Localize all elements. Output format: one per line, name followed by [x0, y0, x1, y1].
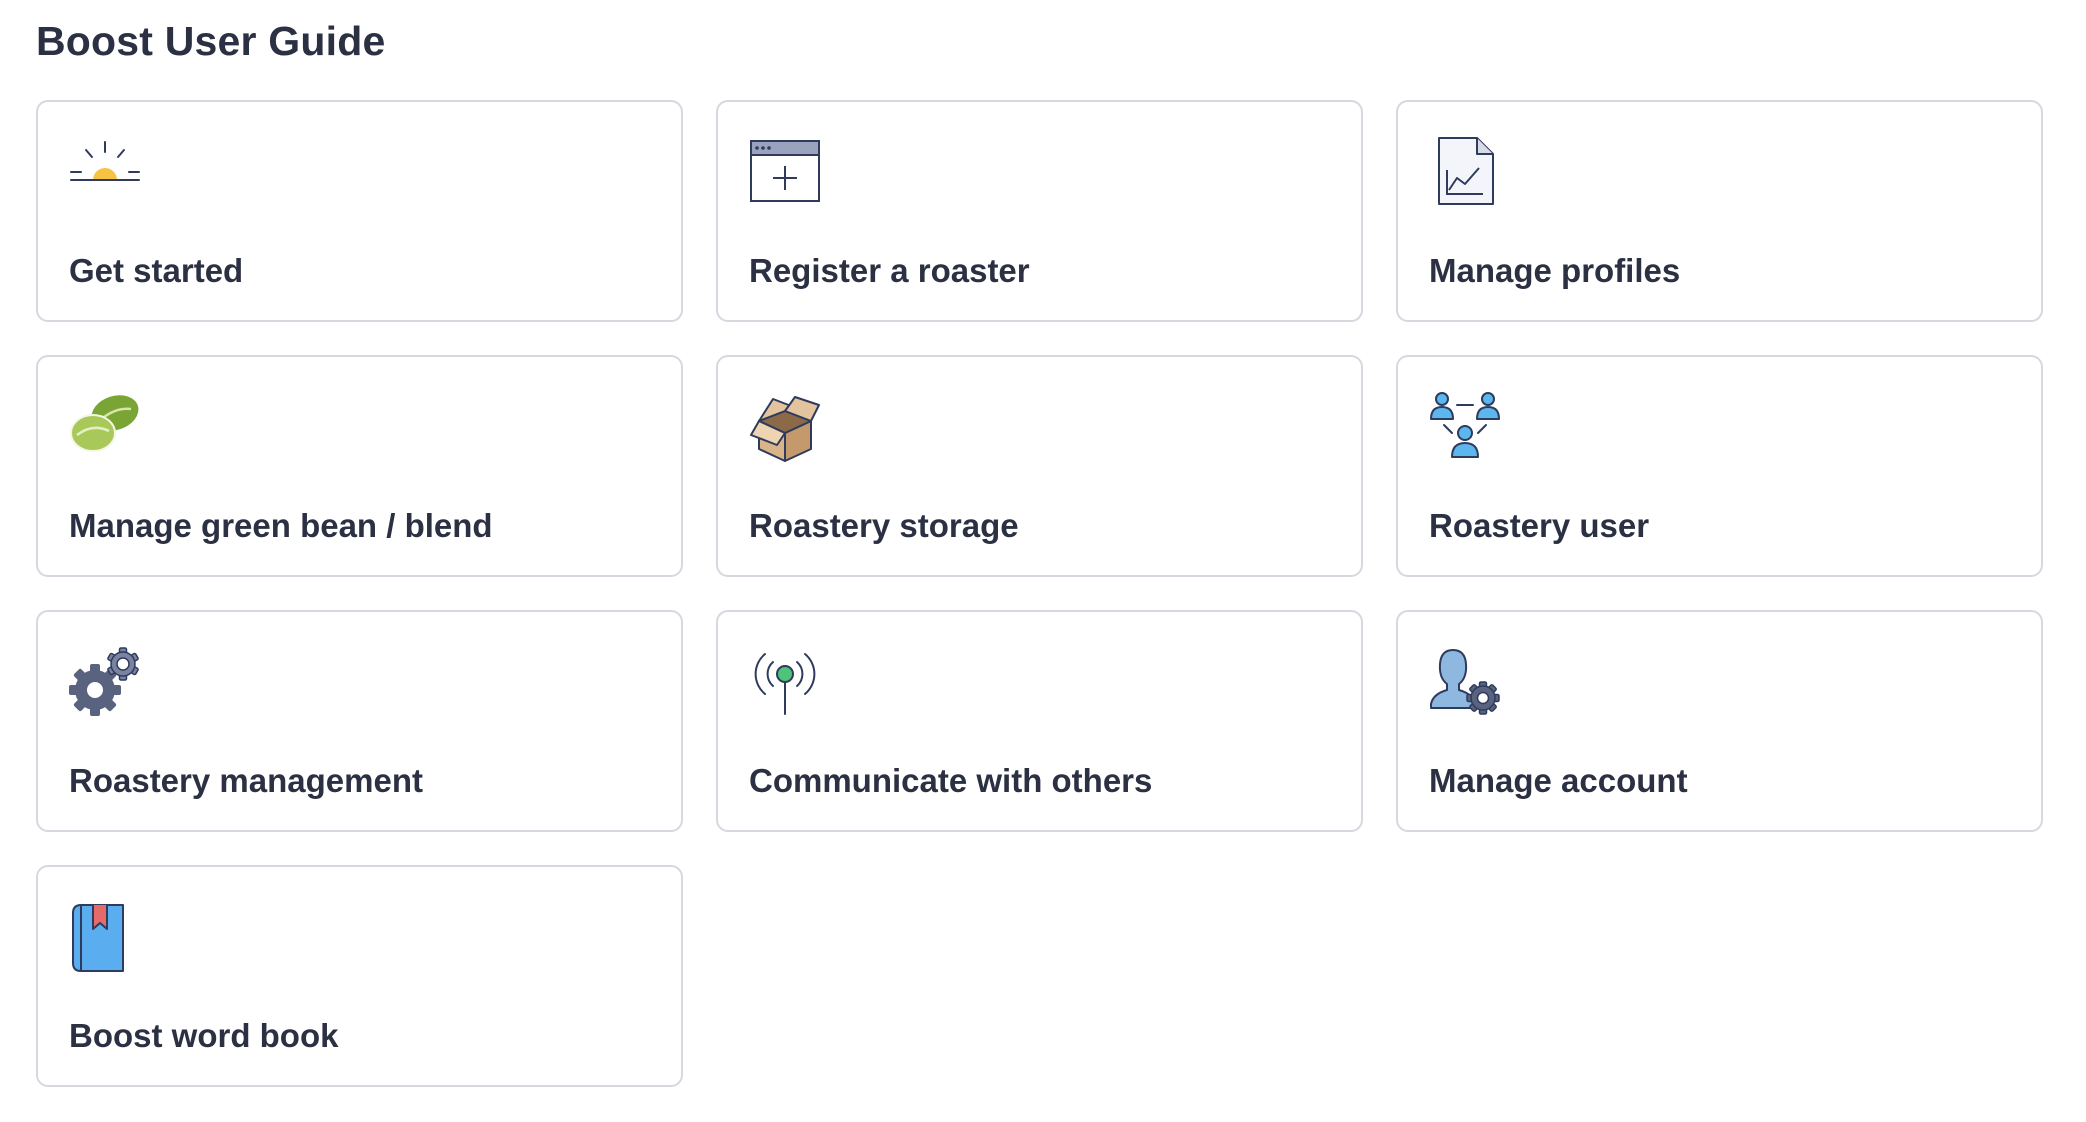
card-label: Roastery management — [69, 762, 423, 799]
user-network-icon — [1429, 391, 1501, 463]
card-manage-green-bean[interactable]: Manage green bean / blend — [36, 355, 683, 577]
card-label: Get started — [69, 252, 244, 289]
bookmarked-book-icon — [69, 901, 141, 973]
card-communicate[interactable]: Communicate with others — [716, 610, 1363, 832]
gears-icon — [69, 646, 141, 718]
card-label: Boost word book — [69, 1017, 339, 1054]
card-get-started[interactable]: Get started — [36, 100, 683, 322]
card-label: Roastery user — [1429, 507, 1650, 544]
card-label: Manage green bean / blend — [69, 507, 493, 544]
broadcast-antenna-icon — [749, 646, 821, 718]
card-label: Register a roaster — [749, 252, 1030, 289]
card-roastery-management[interactable]: Roastery management — [36, 610, 683, 832]
page-title: Boost User Guide — [36, 18, 386, 64]
card-register-roaster[interactable]: Register a roaster — [716, 100, 1363, 322]
guide-card-grid: Get started Register a roaster — [36, 100, 2043, 1087]
user-settings-icon — [1429, 646, 1501, 718]
card-roastery-storage[interactable]: Roastery storage — [716, 355, 1363, 577]
coffee-beans-icon — [69, 391, 141, 463]
card-roastery-user[interactable]: Roastery user — [1396, 355, 2043, 577]
document-chart-icon — [1429, 136, 1501, 208]
card-label: Communicate with others — [749, 762, 1153, 799]
card-label: Roastery storage — [749, 507, 1019, 544]
card-label: Manage account — [1429, 762, 1688, 799]
open-box-icon — [749, 391, 821, 463]
sunrise-icon — [69, 136, 141, 208]
browser-window-plus-icon — [749, 136, 821, 208]
card-boost-word-book[interactable]: Boost word book — [36, 865, 683, 1087]
card-manage-account[interactable]: Manage account — [1396, 610, 2043, 832]
card-manage-profiles[interactable]: Manage profiles — [1396, 100, 2043, 322]
card-label: Manage profiles — [1429, 252, 1681, 289]
